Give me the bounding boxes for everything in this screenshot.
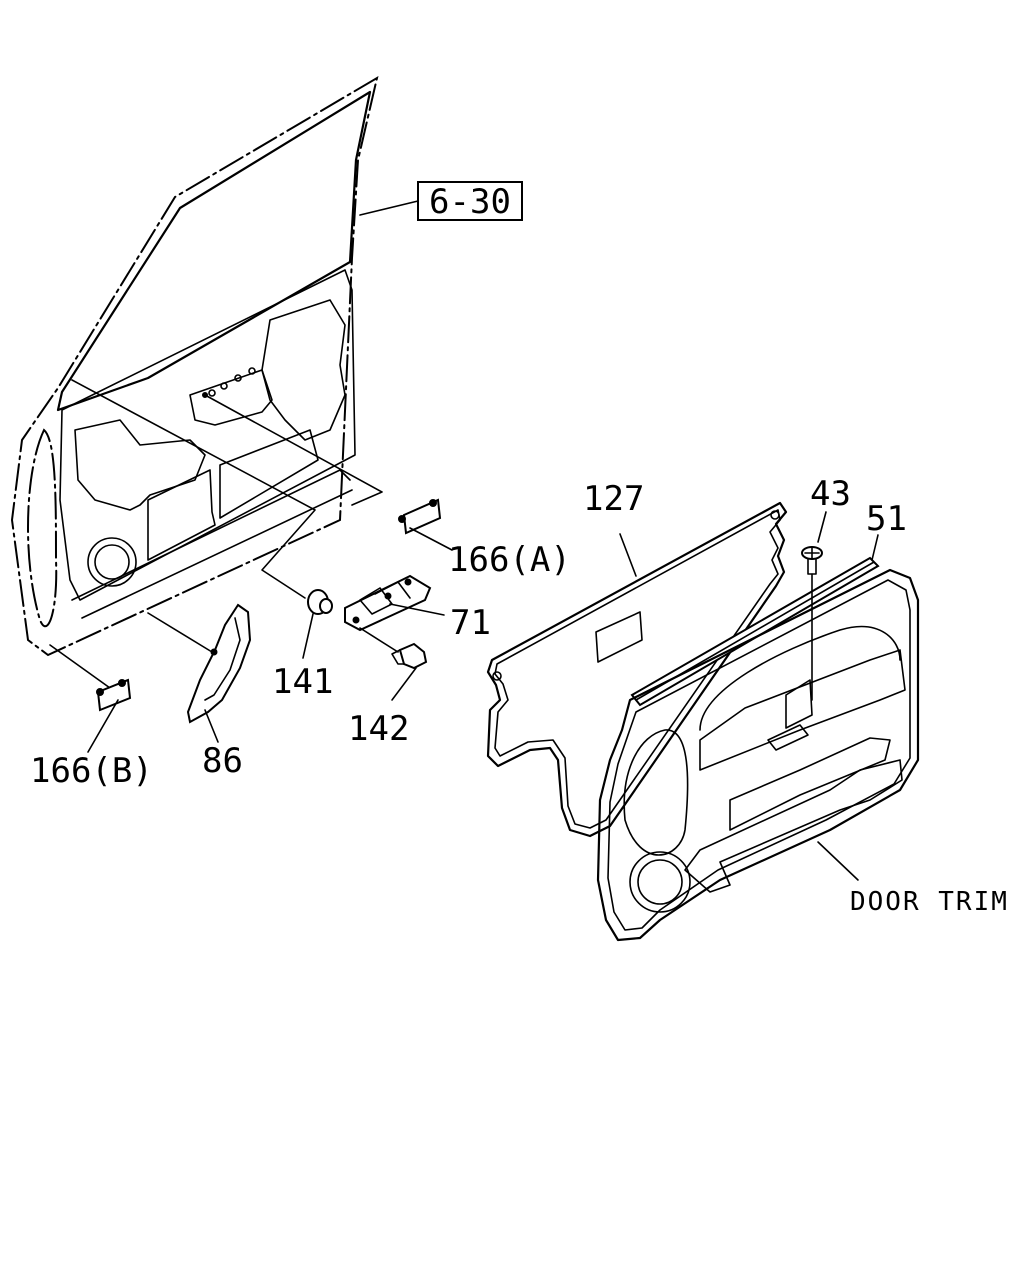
liner-sheet-127 [486,501,788,838]
label-86: 86 [202,741,243,781]
label-71: 71 [450,603,491,643]
screw-142 [359,627,428,701]
label-166a: 166(A) [448,540,571,580]
label-51: 51 [866,499,907,539]
label-166b: 166(B) [30,751,153,791]
door-trim-panel [596,568,920,942]
clip-166b [87,678,132,753]
door-panel [10,75,379,657]
label-43: 43 [810,474,851,514]
ref-box-label: 6-30 [429,182,511,222]
label-door-trim: DOOR TRIM [850,887,1009,917]
label-141: 141 [272,662,333,702]
bracket-71 [344,574,445,632]
handle-cover-86 [186,603,252,743]
clip-166a [398,498,453,551]
reference-box: 6-30 [359,181,523,222]
label-142: 142 [348,709,409,749]
grommet-141 [302,589,333,659]
placement-lines [49,379,383,689]
clip-43 [801,511,827,701]
labels: 127 43 51 166(A) 71 141 142 166(B) 86 DO… [30,474,1009,917]
label-127: 127 [583,479,644,519]
